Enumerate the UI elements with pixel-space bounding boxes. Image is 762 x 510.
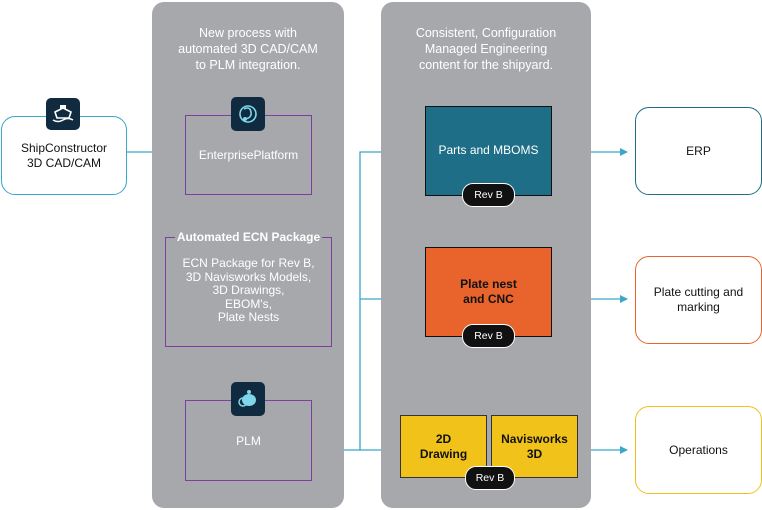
erp-label: ERP [686, 143, 711, 158]
erp-box: ERP [635, 107, 762, 195]
navisworks-3d-box: Navisworks 3D [491, 415, 578, 478]
parts-mboms-box: Parts and MBOMS [425, 106, 552, 196]
left-panel-title: New process with automated 3D CAD/CAM to… [178, 26, 318, 72]
plm-label: PLM [236, 433, 261, 448]
plate-cutting-box: Plate cutting and marking [635, 256, 762, 344]
operations-box: Operations [635, 406, 762, 494]
plate-nest-box: Plate nest and CNC [425, 247, 552, 337]
ecn-package-body: ECN Package for Rev B, 3D Navisworks Mod… [182, 256, 315, 324]
right-panel-title: Consistent, Configuration Managed Engine… [415, 26, 557, 72]
enterprise-platform-label: EnterprisePlatform [198, 148, 299, 162]
ecn-package-title: Automated ECN Package [175, 230, 322, 245]
enterprise-platform-icon [231, 97, 265, 131]
ship-icon [46, 98, 80, 130]
plm-icon [231, 382, 265, 416]
navisworks-3d-label: Navisworks 3D [501, 432, 568, 461]
plate-nest-label: Plate nest and CNC [460, 277, 517, 306]
operations-label: Operations [669, 442, 728, 457]
plate-cutting-label: Plate cutting and marking [653, 285, 744, 314]
parts-rev-badge: Rev B [462, 183, 515, 207]
drawing-2d-label: 2D Drawing [419, 432, 468, 461]
bottom-rev-badge: Rev B [465, 466, 515, 490]
parts-mboms-label: Parts and MBOMS [438, 143, 539, 157]
plate-rev-badge: Rev B [462, 324, 515, 348]
